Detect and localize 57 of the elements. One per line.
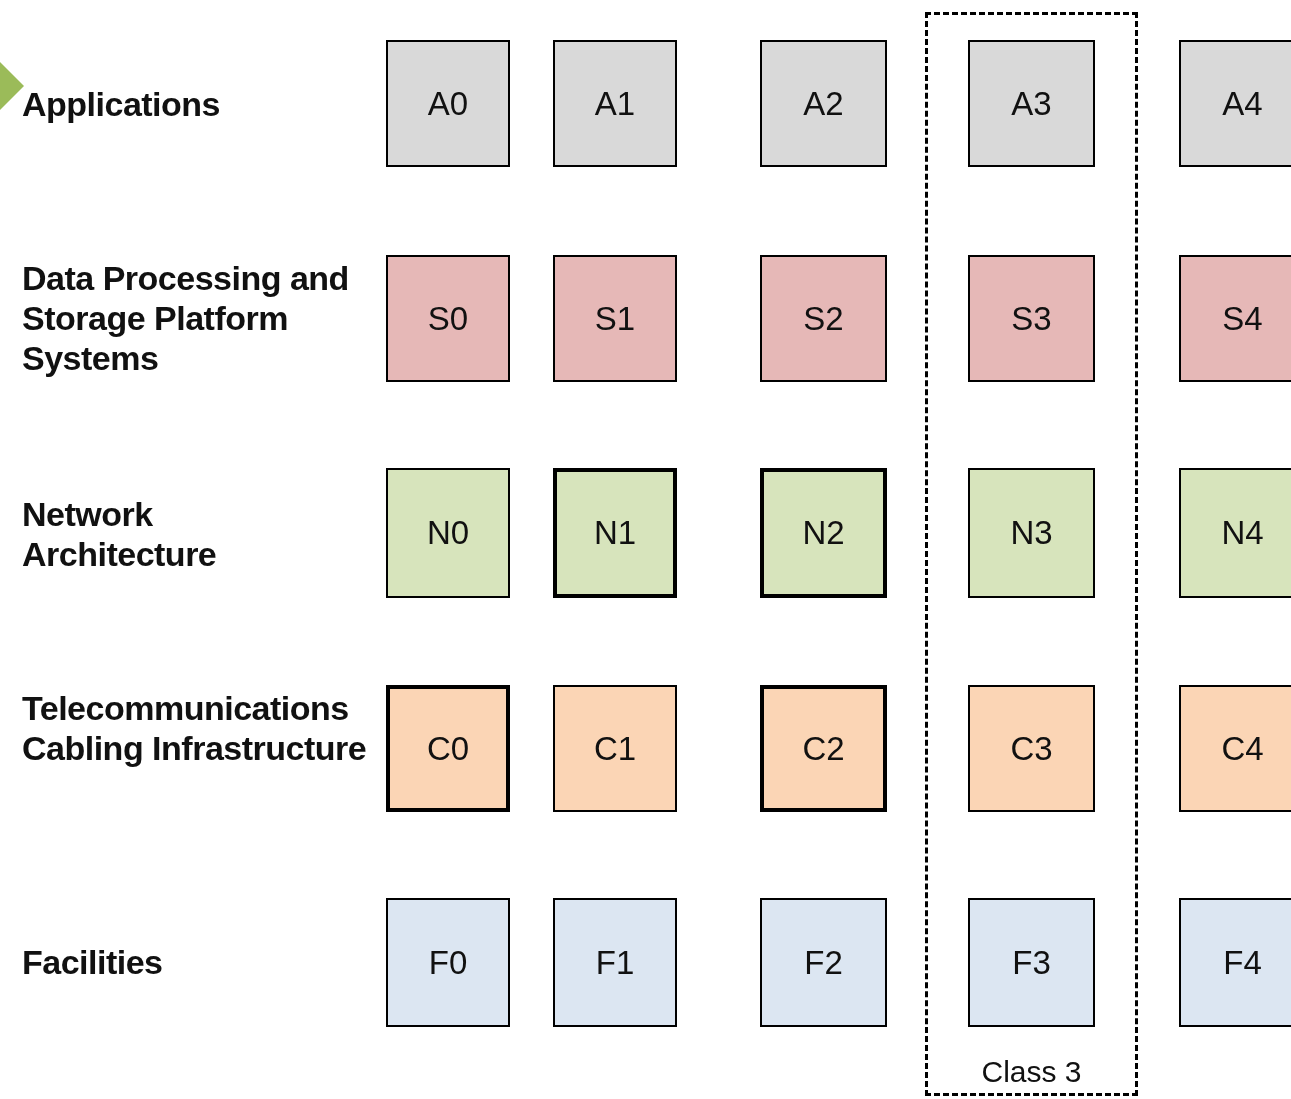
category-box <box>1179 898 1291 1027</box>
category-box <box>1179 685 1291 812</box>
box-label: A1 <box>594 84 636 123</box>
box-label: N4 <box>1221 514 1264 552</box>
box-label: N1 <box>593 514 637 552</box>
row-label: Applications <box>22 84 222 124</box>
box-label: N3 <box>1010 514 1053 552</box>
box-label: C0 <box>426 729 470 768</box>
box-label: A0 <box>427 84 469 123</box>
box-label: A3 <box>1011 84 1052 123</box>
category-box <box>386 255 510 382</box>
box-label: N0 <box>426 514 470 552</box>
category-box <box>968 468 1095 598</box>
row-label: Telecommunications Cabling Infrastructure <box>22 688 368 768</box>
category-box <box>968 685 1095 812</box>
box-label: S1 <box>594 299 636 338</box>
category-box <box>760 685 887 812</box>
category-box <box>386 40 510 167</box>
box-label: F1 <box>595 943 635 982</box>
box-label: F4 <box>1223 943 1262 982</box>
category-box <box>1179 255 1291 382</box>
category-box <box>968 255 1095 382</box>
box-label: C4 <box>1221 729 1264 768</box>
box-label: N2 <box>802 514 845 552</box>
category-box <box>760 255 887 382</box>
box-label: A4 <box>1222 84 1263 123</box>
box-label: S0 <box>427 299 469 338</box>
box-label: S2 <box>803 299 844 338</box>
category-box <box>1179 468 1291 598</box>
box-label: C3 <box>1010 729 1053 768</box>
dashed-group-frame <box>925 12 1138 1096</box>
category-box <box>760 40 887 167</box>
box-label: F2 <box>804 943 843 982</box>
box-label: F3 <box>1012 943 1051 982</box>
category-box <box>386 468 510 598</box>
group-label: Class 3 <box>981 1057 1082 1087</box>
box-label: A2 <box>803 84 844 123</box>
category-box <box>553 685 677 812</box>
row-label: Facilities <box>22 942 164 982</box>
category-box <box>553 898 677 1027</box>
category-box <box>760 898 887 1027</box>
category-box <box>386 685 510 812</box>
box-label: S4 <box>1222 299 1263 338</box>
category-box <box>760 468 887 598</box>
category-box <box>1179 40 1291 167</box>
category-box <box>386 898 510 1027</box>
box-label: C2 <box>802 729 845 768</box>
category-box <box>968 40 1095 167</box>
category-box <box>553 255 677 382</box>
category-box <box>553 40 677 167</box>
category-box <box>968 898 1095 1027</box>
category-box <box>553 468 677 598</box>
box-label: F0 <box>428 943 468 982</box>
box-label: S3 <box>1011 299 1052 338</box>
box-label: C1 <box>593 729 637 768</box>
row-label: Data Processing and Storage Platform Systems <box>22 258 350 378</box>
row-label: Network Architecture <box>22 494 218 574</box>
